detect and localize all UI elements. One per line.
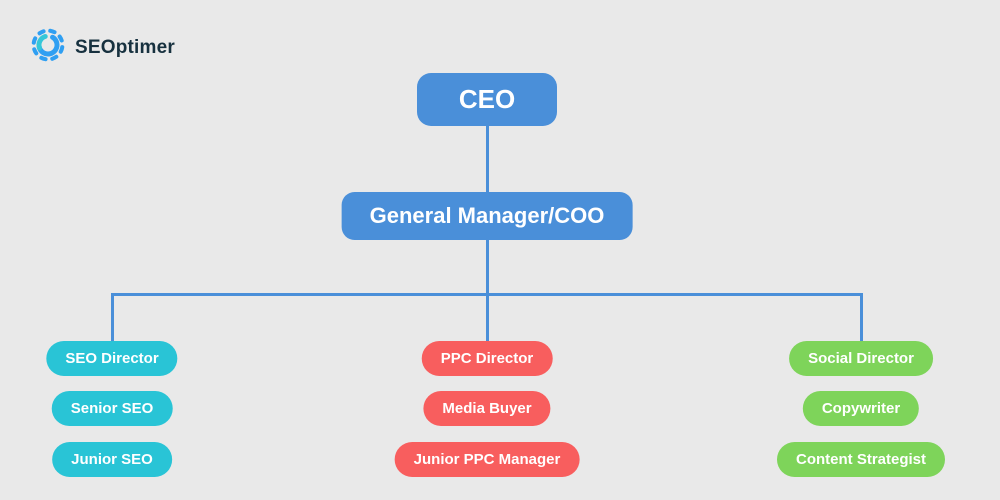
node-ppc-director: PPC Director [421,341,553,376]
node-content-strategist: Content Strategist [776,442,946,477]
node-senior-seo: Senior SEO [51,391,173,426]
branch-stub-ppc [485,293,489,341]
connector-gm-to-branch-bar [485,240,489,293]
node-social-director: Social Director [789,341,933,376]
logo-wordmark: SEOptimer [75,36,175,58]
node-ceo: CEO [417,73,557,126]
seoptimer-logo: SEOptimer [30,27,175,68]
node-seo-director: SEO Director [46,341,178,376]
node-media-buyer: Media Buyer [423,391,551,426]
node-general-manager-coo: General Manager/COO [341,192,633,240]
gear-logo-icon [30,27,66,68]
branch-stub-social [859,293,863,341]
node-junior-ppc-manager: Junior PPC Manager [394,442,580,477]
node-copywriter: Copywriter [802,391,920,426]
node-junior-seo: Junior SEO [52,442,172,477]
branch-stub-seo [110,293,114,341]
connector-ceo-to-gm [485,126,489,192]
